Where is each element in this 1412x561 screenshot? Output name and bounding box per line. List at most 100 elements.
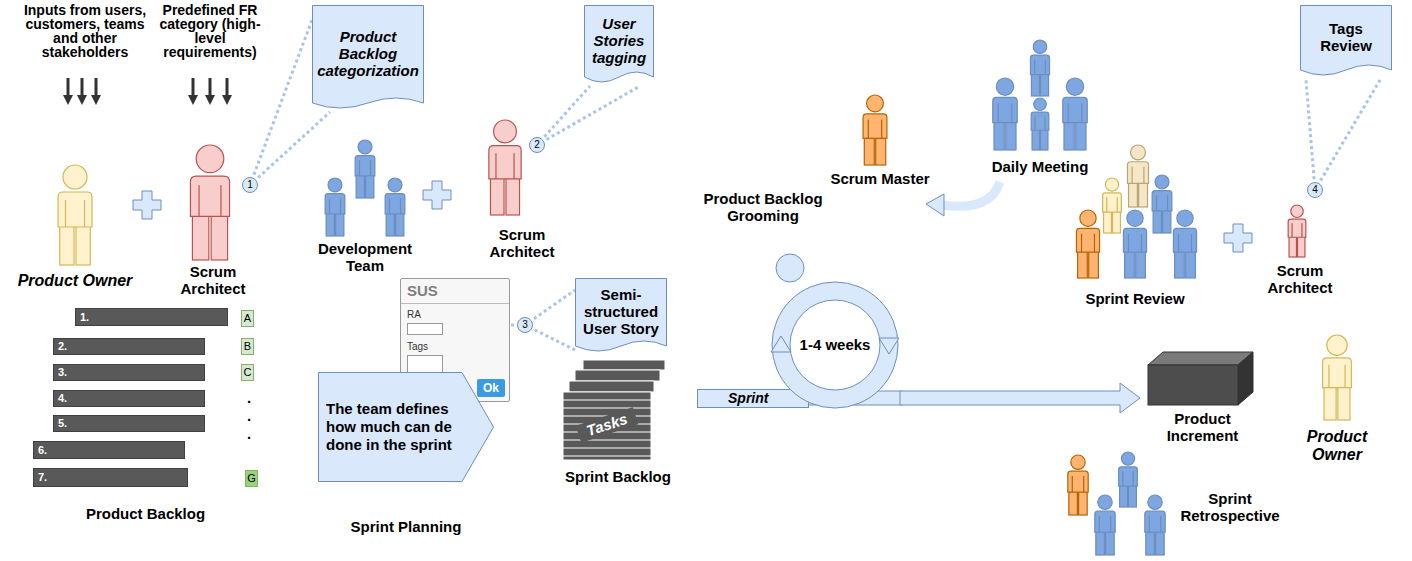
task-line [563, 456, 651, 457]
person-body [1031, 112, 1049, 130]
person-figure [1127, 145, 1148, 207]
callout-text: User Stories tagging [589, 15, 649, 66]
task-card [583, 360, 665, 370]
person-head [1127, 210, 1143, 226]
person-body [1288, 219, 1306, 237]
person-arm [1128, 234, 1129, 252]
leader-line [1306, 80, 1314, 179]
role-label: Scrum Architect [477, 226, 567, 260]
person-arm [1068, 103, 1069, 122]
callout-note: User Stories tagging [584, 5, 654, 87]
person-head [1034, 98, 1046, 110]
category-tag-letter: G [246, 471, 257, 486]
input-arrow-head [222, 95, 232, 105]
leader-line [544, 86, 590, 137]
ellipsis-dot: . [244, 392, 254, 404]
planning-arrow: The team defines how much can de done in… [318, 372, 494, 482]
cube-front [1148, 365, 1238, 405]
person-head [328, 178, 342, 192]
person-arm [1083, 476, 1084, 492]
ok-button: Ok [477, 379, 505, 397]
person-arm [1081, 234, 1082, 252]
backlog-item: 1. [75, 308, 228, 326]
person-leg [1069, 490, 1078, 515]
person-arm [1191, 234, 1192, 252]
person-figure [1076, 210, 1099, 278]
person-leg [211, 214, 227, 260]
person-figure [325, 178, 345, 236]
person-figure [993, 78, 1017, 150]
person-arm [198, 185, 199, 216]
person-leg [1078, 250, 1088, 278]
person-figure [1103, 178, 1122, 233]
person-arm [1291, 223, 1292, 237]
task-card [563, 392, 651, 460]
category-tag: C [241, 364, 254, 381]
person-body [1103, 193, 1122, 212]
person-figure [190, 145, 229, 260]
person-arm [1045, 60, 1046, 75]
ellipsis-dot: . [244, 428, 254, 440]
task-line [563, 440, 651, 441]
person-arm [1106, 197, 1107, 212]
person-leg [1175, 250, 1185, 278]
leader-line [547, 86, 640, 140]
ring-arrow-head [879, 338, 899, 354]
person-head [358, 140, 372, 154]
input-arrow [192, 78, 195, 96]
person-figure [385, 178, 405, 236]
person-leg [1298, 235, 1305, 257]
person-arm [1167, 195, 1168, 211]
person-body [1119, 467, 1138, 486]
person-leg [1163, 209, 1171, 233]
person-arm [1099, 516, 1100, 532]
person-leg [386, 212, 394, 236]
input-arrow-head [63, 95, 73, 105]
callout-note: Semi-structured User Story [575, 278, 667, 356]
role-label: Sprint Review [1075, 290, 1195, 307]
person-arm [1122, 471, 1123, 486]
category-tag: A [241, 310, 254, 327]
person-figure [1095, 495, 1115, 555]
category-tag-letter: C [242, 365, 253, 380]
person-head [996, 78, 1013, 95]
backlog-item-number: 5. [54, 416, 204, 431]
callout-text: Semi-structured User Story [580, 286, 662, 337]
person-arm [1133, 471, 1134, 486]
callout-number: 2 [529, 137, 545, 153]
field-label: Tags [407, 341, 428, 353]
stage-label: Sprint Backlog [553, 468, 683, 485]
role-label: Product Owner [1292, 428, 1382, 464]
callout-outline [585, 6, 654, 83]
increment-label: Product Increment [1140, 410, 1265, 444]
person-arm [1178, 234, 1179, 252]
person-arm [1081, 103, 1082, 122]
person-arm [1094, 234, 1095, 252]
backlog-item-number: 4. [54, 391, 204, 406]
plus-sign [1224, 224, 1252, 252]
person-leg [1076, 121, 1086, 150]
person-arm [1131, 167, 1132, 184]
person-body [993, 97, 1017, 122]
person-arm [329, 198, 330, 214]
person-arm [1072, 476, 1073, 492]
person-leg [1146, 530, 1155, 555]
role-label: Predefined FR category (high-level requi… [150, 3, 270, 59]
planning-text: The team defines how much can de done in… [326, 400, 462, 454]
role-label: Development Team [310, 240, 420, 274]
person-figure [863, 95, 887, 165]
person-leg [1104, 210, 1112, 233]
leader-line [254, 20, 312, 175]
person-figure [1288, 205, 1306, 257]
person-leg [1156, 530, 1165, 555]
person-head [63, 165, 87, 189]
backlog-item: 4. [53, 390, 205, 407]
person-arm [1141, 234, 1142, 252]
person-leg [1032, 128, 1039, 150]
person-arm [1328, 365, 1329, 388]
person-body [489, 146, 521, 179]
sprint-label: Sprint [698, 390, 808, 407]
person-head [388, 178, 402, 192]
person-arm [1034, 60, 1035, 75]
person-figure [1030, 40, 1049, 96]
